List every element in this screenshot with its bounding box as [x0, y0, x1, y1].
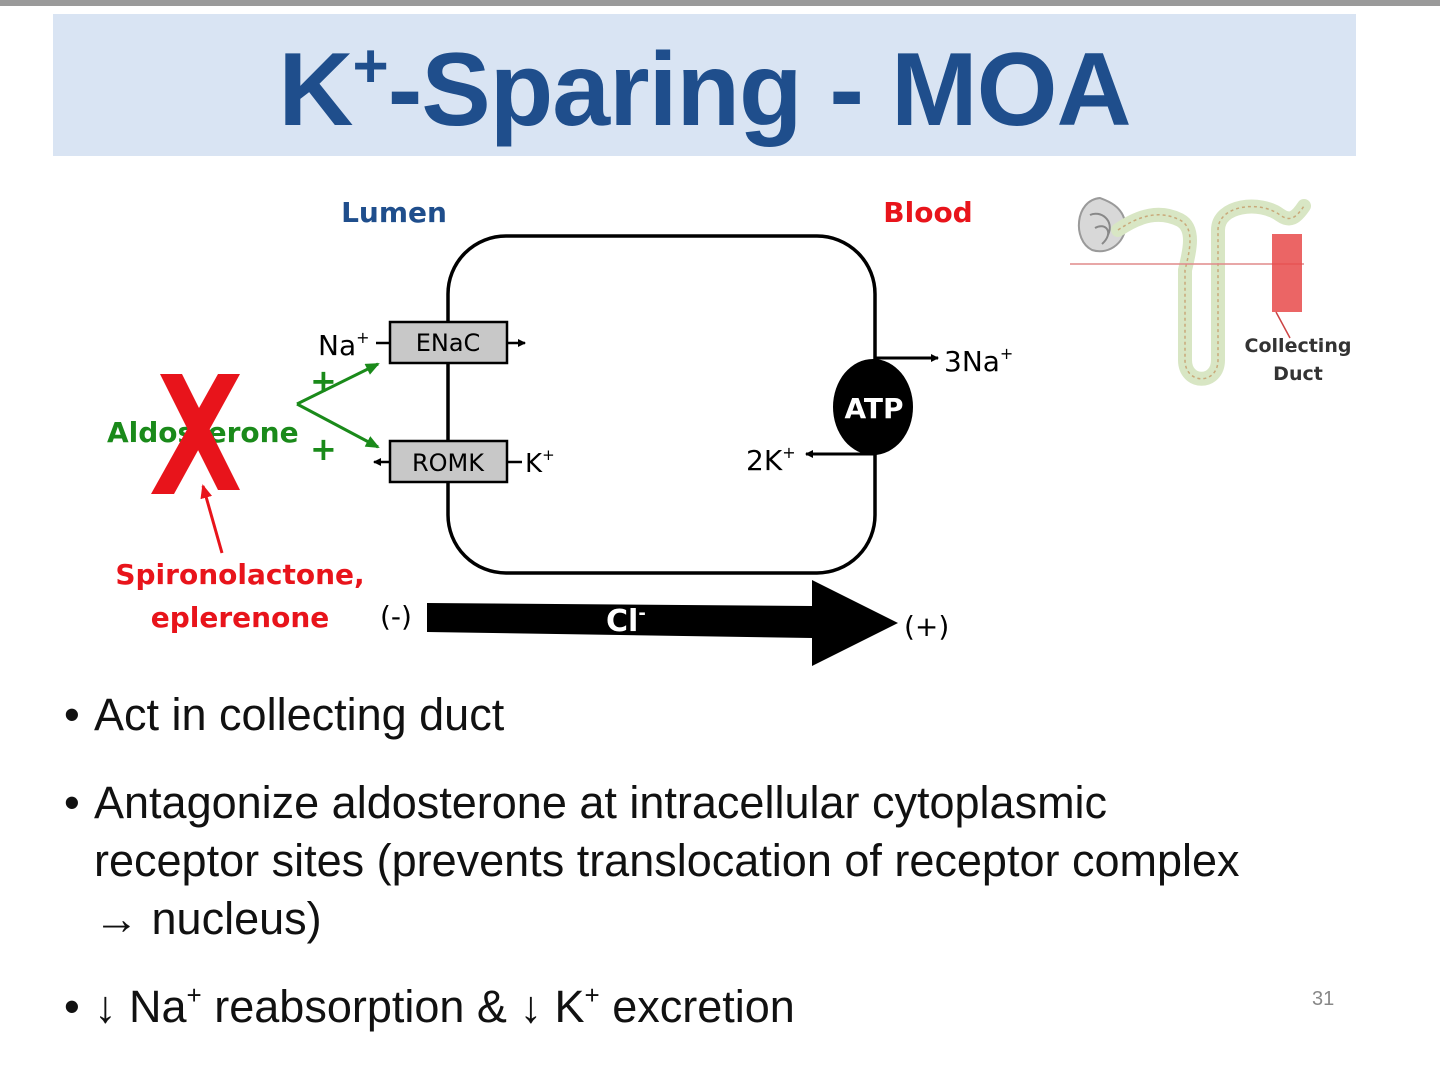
bullet-dot: •	[64, 689, 80, 740]
positive-side-label: (+)	[904, 610, 949, 643]
bullet-dot: •	[64, 777, 80, 828]
bullet-text-line1: Antagonize aldosterone at intracellular …	[94, 777, 1108, 828]
right-arrow-icon: →	[94, 893, 139, 944]
na-lumen-label: Na+	[318, 328, 370, 362]
k2-label: 2K+	[746, 443, 796, 477]
reabsorption-text: reabsorption &	[214, 981, 507, 1032]
atp-label: ATP	[844, 392, 903, 425]
top-rule	[0, 0, 1440, 6]
nephron-label-line1: Collecting	[1245, 335, 1352, 357]
cl-gradient-arrow	[427, 580, 898, 666]
enac-label: ENaC	[416, 329, 481, 357]
blocker-label-line2: eplerenone	[151, 601, 330, 634]
title-band: K+-Sparing - MOA	[53, 14, 1356, 156]
page-number: 31	[1312, 988, 1335, 1010]
na-text: Na+	[129, 980, 202, 1032]
down-arrow-icon: ↓	[94, 981, 117, 1032]
cl-label: Cl-	[606, 603, 646, 639]
na3-label: 3Na+	[944, 344, 1013, 378]
bullet-antagonize: • Antagonize aldosterone at intracellula…	[64, 774, 1354, 948]
k-lumen-label: K+	[525, 446, 555, 479]
plus-sign-upper: +	[310, 362, 337, 400]
bullet-reabsorption: • ↓ Na+ reabsorption & ↓ K+ excretion	[64, 978, 1354, 1036]
blocker-label-line1: Spironolactone,	[115, 558, 364, 591]
enac-channel	[388, 320, 509, 365]
block-x-mark	[151, 374, 240, 494]
nephron-thumbnail	[1070, 196, 1311, 386]
atp-pump	[833, 359, 913, 455]
blood-label: Blood	[883, 196, 972, 229]
bullet-collecting-duct: • Act in collecting duct	[64, 686, 1354, 744]
nephron-label-line2: Duct	[1273, 363, 1323, 385]
slide-title: K+-Sparing - MOA	[278, 32, 1131, 148]
bullet-list: • Act in collecting duct • Antagonize al…	[64, 686, 1354, 1036]
bullet-text-line3: → nucleus)	[94, 893, 322, 944]
cell-outline	[446, 234, 877, 575]
negative-side-label: (-)	[380, 600, 412, 633]
excretion-text: excretion	[612, 981, 795, 1032]
blocker-arrow	[200, 484, 224, 554]
romk-channel	[388, 439, 509, 484]
bullet-text: Act in collecting duct	[94, 689, 505, 740]
aldosterone-to-romk-arrow	[296, 402, 380, 449]
bullet-text-line2: receptor sites (prevents translocation o…	[94, 835, 1240, 886]
bullet-dot: •	[64, 981, 80, 1032]
down-arrow-icon: ↓	[519, 981, 542, 1032]
romk-label: ROMK	[412, 449, 485, 477]
lumen-label: Lumen	[341, 196, 447, 229]
plus-sign-lower: +	[310, 430, 337, 468]
k-text: K+	[554, 980, 600, 1032]
aldosterone-to-enac-arrow	[296, 362, 380, 406]
